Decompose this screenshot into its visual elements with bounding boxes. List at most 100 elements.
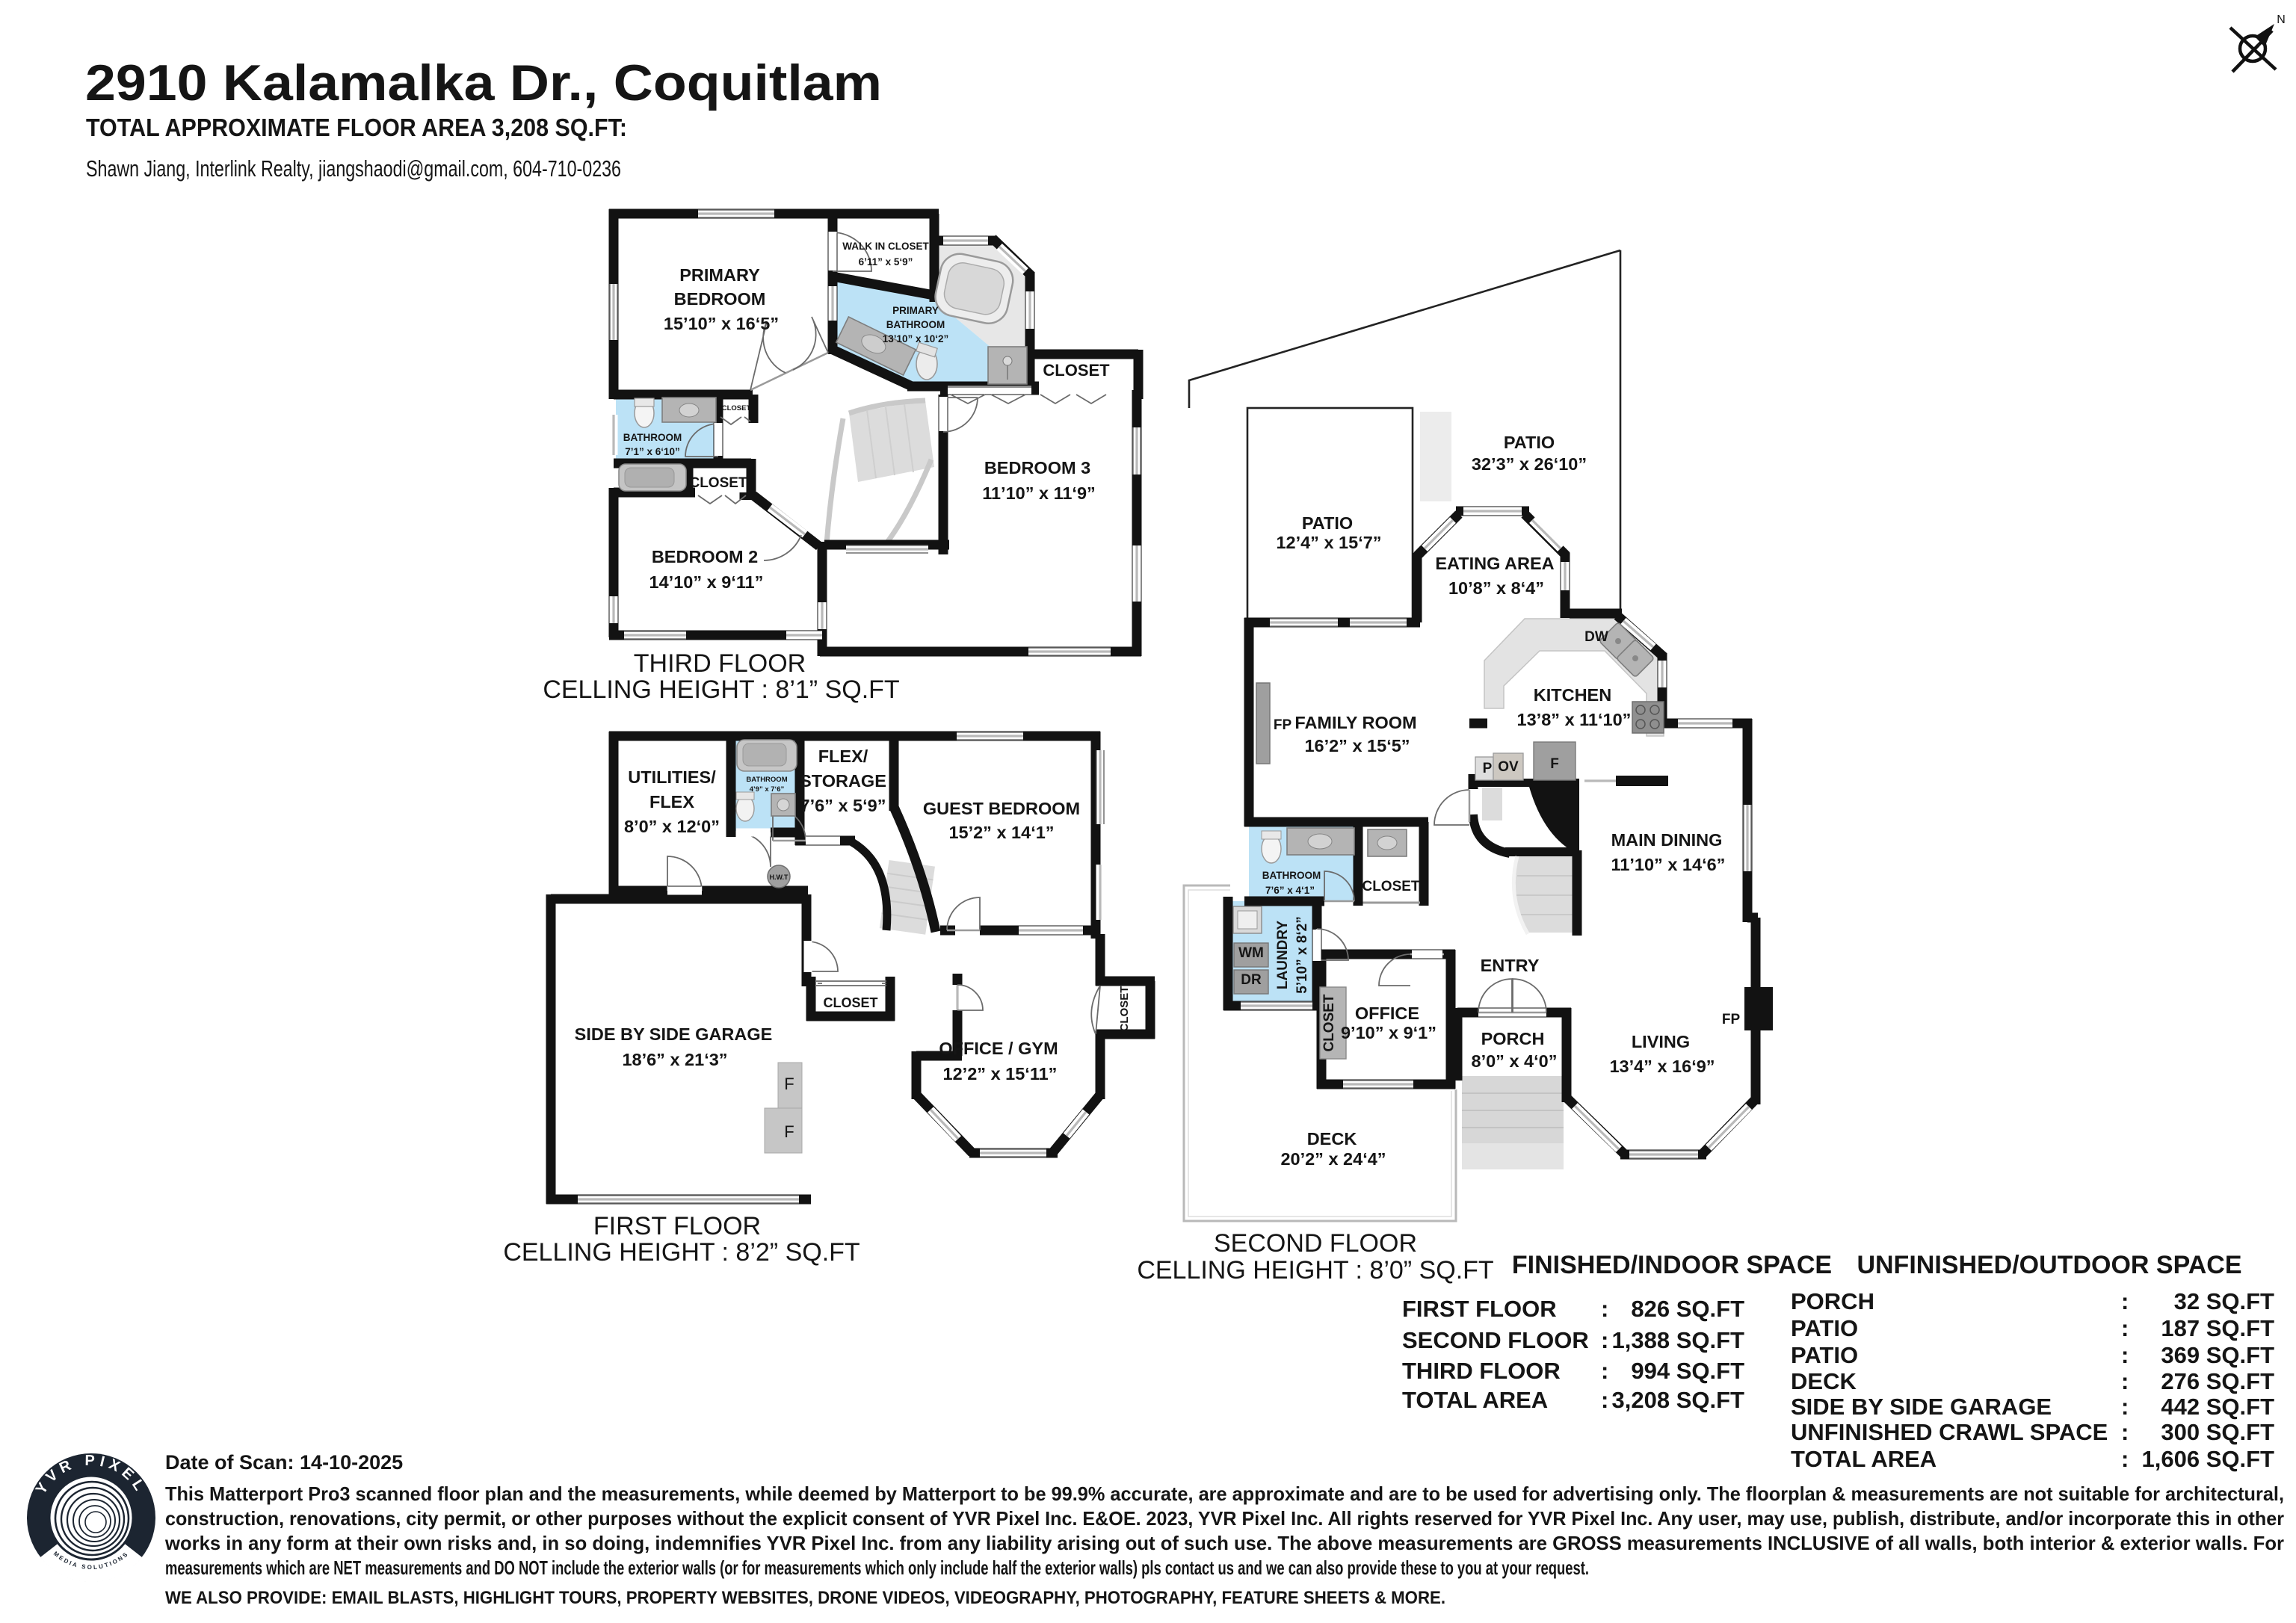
svg-text:DECK: DECK (1791, 1368, 1857, 1394)
svg-text:CLOSET: CLOSET (1118, 986, 1131, 1032)
svg-text:OFFICE / GYM: OFFICE / GYM (939, 1039, 1058, 1058)
svg-text::: : (2121, 1288, 2129, 1314)
svg-text:THIRD FLOOR: THIRD FLOOR (634, 649, 806, 678)
svg-text:SIDE BY SIDE GARAGE: SIDE BY SIDE GARAGE (1791, 1394, 2052, 1420)
svg-text:FP: FP (1722, 1012, 1741, 1027)
svg-text::: : (1601, 1296, 1608, 1322)
svg-text:DECK: DECK (1307, 1129, 1357, 1149)
svg-text:BATHROOM: BATHROOM (623, 432, 682, 443)
svg-text:This Matterport Pro3 scanned f: This Matterport Pro3 scanned floor plan … (165, 1483, 2284, 1505)
svg-text:PORCH: PORCH (1791, 1288, 1874, 1314)
svg-text:measurements which are NET mea: measurements which are NET measurements … (165, 1556, 1589, 1579)
svg-text:WALK IN CLOSET: WALK IN CLOSET (842, 241, 929, 252)
svg-text:FLEX: FLEX (649, 792, 694, 812)
svg-text:SECOND FLOOR: SECOND FLOOR (1214, 1229, 1417, 1258)
svg-text:826 SQ.FT: 826 SQ.FT (1631, 1296, 1744, 1322)
svg-text:MAIN DINING: MAIN DINING (1611, 830, 1723, 850)
svg-text:GUEST BEDROOM: GUEST BEDROOM (923, 799, 1080, 818)
svg-text:H.W.T: H.W.T (770, 874, 789, 881)
svg-text:FIRST FLOOR: FIRST FLOOR (593, 1212, 761, 1240)
svg-text:6’11” x 5‘9”: 6’11” x 5‘9” (859, 256, 913, 268)
svg-text:UTILITIES/: UTILITIES/ (628, 767, 716, 787)
svg-text:PATIO: PATIO (1504, 433, 1555, 452)
svg-text:TOTAL AREA: TOTAL AREA (1791, 1446, 1937, 1472)
svg-text:construction, renovations, cit: construction, renovations, city permit, … (165, 1507, 2284, 1530)
svg-text:32 SQ.FT: 32 SQ.FT (2174, 1288, 2274, 1314)
svg-text:SIDE BY SIDE GARAGE: SIDE BY SIDE GARAGE (575, 1024, 773, 1044)
svg-text:11’10” x 11‘9”: 11’10” x 11‘9” (982, 483, 1096, 503)
svg-text:FLEX/: FLEX/ (818, 746, 868, 766)
svg-text:F: F (784, 1122, 794, 1141)
svg-text:F: F (784, 1075, 794, 1093)
svg-text:13’10” x 10‘2”: 13’10” x 10‘2” (883, 333, 949, 344)
svg-text:10’8” x 8‘4”: 10’8” x 8‘4” (1448, 578, 1544, 598)
svg-text:3,208 SQ.FT: 3,208 SQ.FT (1612, 1387, 1745, 1413)
svg-text:CLOSET: CLOSET (1362, 879, 1419, 894)
svg-text:300 SQ.FT: 300 SQ.FT (2161, 1419, 2274, 1445)
svg-text:BATHROOM: BATHROOM (746, 776, 787, 784)
svg-text:1,388 SQ.FT: 1,388 SQ.FT (1612, 1327, 1745, 1353)
svg-text:F: F (1550, 756, 1559, 772)
svg-text:994 SQ.FT: 994 SQ.FT (1631, 1358, 1744, 1384)
svg-text:442 SQ.FT: 442 SQ.FT (2161, 1394, 2274, 1420)
svg-text:187 SQ.FT: 187 SQ.FT (2161, 1315, 2274, 1341)
svg-text:Shawn Jiang, Interlink Realty,: Shawn Jiang, Interlink Realty, jiangshao… (86, 155, 621, 182)
svg-text::: : (2121, 1315, 2129, 1341)
svg-text:7’6” x 5‘9”: 7’6” x 5‘9” (800, 796, 886, 815)
svg-text:FINISHED/INDOOR SPACE: FINISHED/INDOOR SPACE (1512, 1251, 1832, 1279)
svg-text:CELLING HEIGHT : 8’0” SQ.FT: CELLING HEIGHT : 8’0” SQ.FT (1137, 1256, 1493, 1285)
svg-text:18’6” x 21‘3”: 18’6” x 21‘3” (622, 1050, 727, 1069)
svg-text:BATHROOM: BATHROOM (886, 319, 945, 330)
svg-text:369 SQ.FT: 369 SQ.FT (2161, 1342, 2274, 1368)
svg-text:4’9” x 7‘6”: 4’9” x 7‘6” (750, 785, 785, 794)
svg-text:12’2” x 15‘11”: 12’2” x 15‘11” (943, 1064, 1058, 1083)
svg-text:2910 Kalamalka Dr., Coquitlam: 2910 Kalamalka Dr., Coquitlam (85, 55, 882, 111)
svg-text:OFFICE: OFFICE (1355, 1004, 1419, 1023)
svg-text::: : (1601, 1387, 1608, 1413)
svg-text:CLOSET: CLOSET (689, 475, 747, 491)
svg-text:EATING AREA: EATING AREA (1435, 554, 1554, 573)
svg-text:20’2” x 24‘4”: 20’2” x 24‘4” (1280, 1149, 1386, 1169)
svg-text:UNFINISHED CRAWL SPACE: UNFINISHED CRAWL SPACE (1791, 1419, 2108, 1445)
svg-text:KITCHEN: KITCHEN (1534, 685, 1611, 705)
svg-text:P: P (1483, 761, 1493, 776)
svg-text:CLOSET: CLOSET (1321, 994, 1337, 1051)
svg-text:276 SQ.FT: 276 SQ.FT (2161, 1368, 2274, 1394)
svg-text:LIVING: LIVING (1632, 1032, 1690, 1051)
svg-text:N: N (2277, 13, 2286, 26)
svg-text:FAMILY ROOM: FAMILY ROOM (1294, 713, 1416, 732)
svg-text:8’0” x 12‘0”: 8’0” x 12‘0” (624, 817, 720, 836)
svg-text:CLOSET: CLOSET (722, 404, 751, 412)
svg-text:7’1” x 6‘10”: 7’1” x 6‘10” (625, 446, 680, 457)
svg-text:CLOSET: CLOSET (1043, 361, 1110, 380)
svg-text:ENTRY: ENTRY (1481, 956, 1540, 975)
svg-text:DW: DW (1584, 629, 1608, 645)
svg-text:5’10” x 8‘2”: 5’10” x 8‘2” (1294, 916, 1310, 994)
svg-text:8’0” x 4‘0”: 8’0” x 4‘0” (1472, 1051, 1558, 1071)
svg-text::: : (2121, 1368, 2129, 1394)
svg-text::: : (2121, 1394, 2129, 1420)
svg-text:DR: DR (1241, 972, 1262, 988)
svg-text:SECOND FLOOR: SECOND FLOOR (1402, 1327, 1589, 1353)
svg-text:14’10” x 9‘11”: 14’10” x 9‘11” (649, 572, 764, 592)
svg-text:15’10” x 16‘5”: 15’10” x 16‘5” (664, 314, 779, 333)
svg-text::: : (2121, 1342, 2129, 1368)
svg-text:PRIMARY: PRIMARY (892, 305, 939, 316)
svg-text:9’10” x 9‘1”: 9’10” x 9‘1” (1341, 1023, 1436, 1042)
svg-text:Date of Scan: 14-10-2025: Date of Scan: 14-10-2025 (165, 1451, 403, 1474)
svg-text:PATIO: PATIO (1791, 1342, 1858, 1368)
svg-text::: : (2121, 1419, 2129, 1445)
svg-text::: : (2121, 1446, 2129, 1472)
svg-text:32’3” x 26‘10”: 32’3” x 26‘10” (1472, 454, 1587, 474)
svg-text:16’2” x 15‘5”: 16’2” x 15‘5” (1304, 736, 1410, 755)
svg-text:PORCH: PORCH (1481, 1029, 1545, 1048)
svg-text:13’8” x 11‘10”: 13’8” x 11‘10” (1517, 710, 1632, 729)
svg-text:BEDROOM: BEDROOM (674, 289, 766, 309)
svg-text:15’2” x 14‘1”: 15’2” x 14‘1” (948, 823, 1054, 842)
svg-text:WE ALSO PROVIDE: EMAIL BLASTS,: WE ALSO PROVIDE: EMAIL BLASTS, HIGHLIGHT… (165, 1588, 1445, 1608)
svg-text:CLOSET: CLOSET (823, 995, 877, 1010)
svg-text:works in any form at their own: works in any form at their own risks and… (164, 1532, 2284, 1554)
svg-text:13’4” x 16‘9”: 13’4” x 16‘9” (1609, 1057, 1715, 1076)
svg-text::: : (1601, 1358, 1608, 1384)
svg-text:BEDROOM 2: BEDROOM 2 (652, 547, 758, 566)
